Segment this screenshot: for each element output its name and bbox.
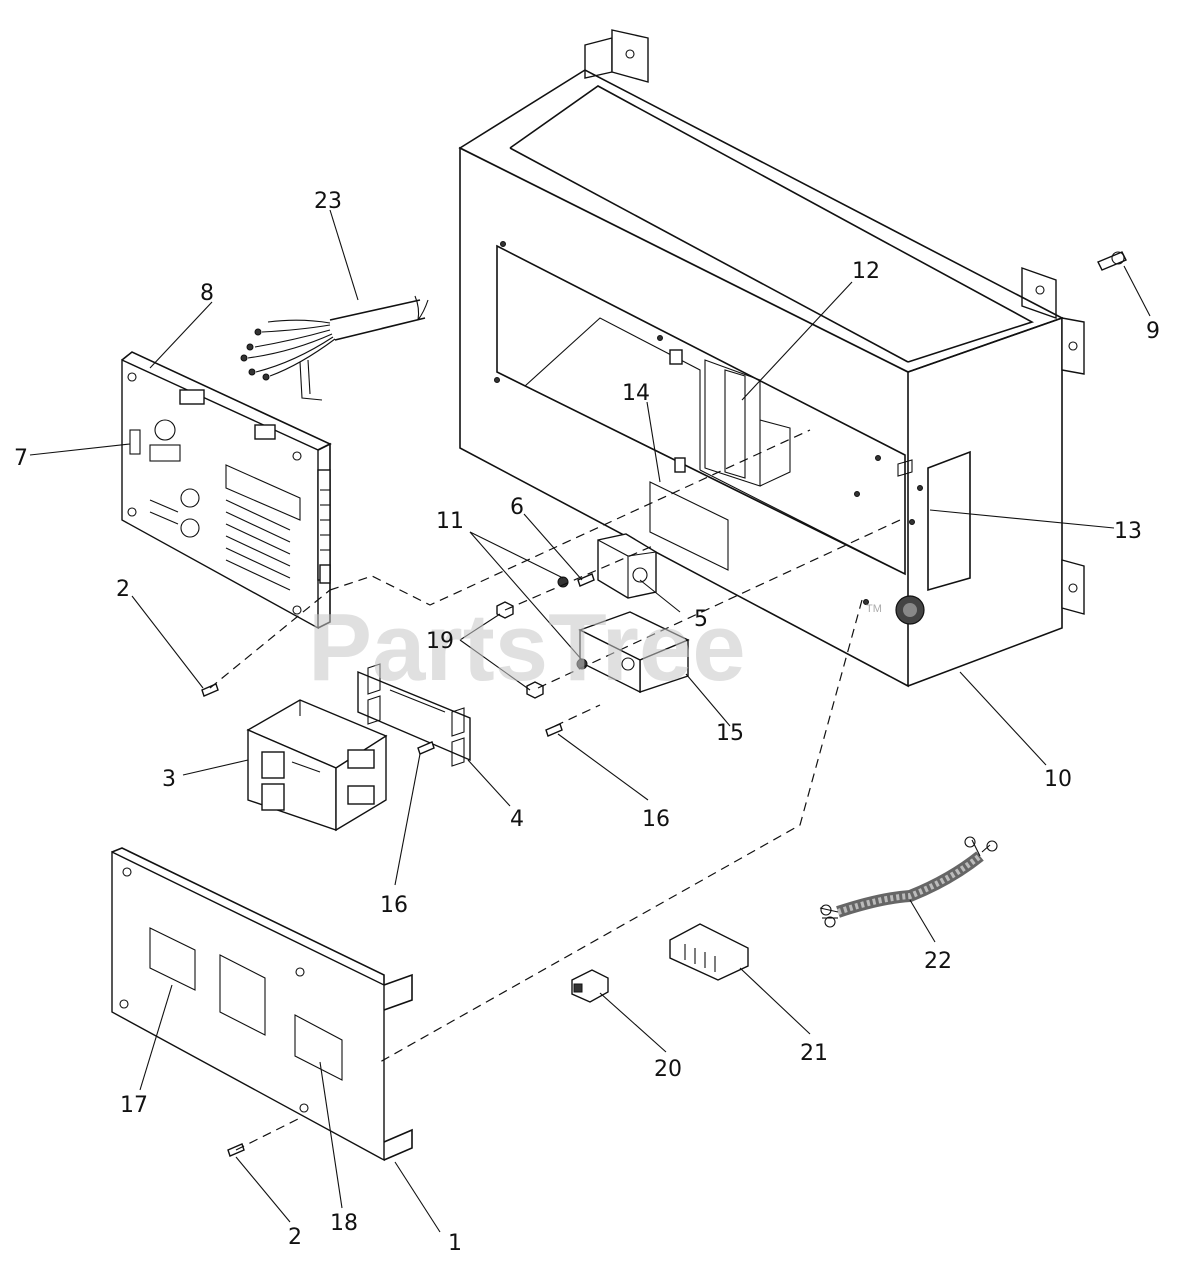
front-plate [111, 847, 413, 1162]
callout-5: 5 [694, 607, 708, 632]
callout-19: 19 [426, 629, 454, 654]
watermark-trademark: TM [866, 603, 882, 615]
assembly-lines [209, 429, 901, 1151]
callout-labels: 1 2 2 3 4 5 6 7 8 9 10 11 12 13 14 15 16… [14, 189, 1160, 1256]
terminal-block [597, 533, 657, 599]
wire-harness [240, 295, 429, 401]
callout-4: 4 [510, 807, 524, 832]
callout-16-left: 16 [380, 893, 408, 918]
leader-lines [29, 209, 1151, 1233]
callout-16-right: 16 [642, 807, 670, 832]
callout-2-lower: 2 [288, 1225, 302, 1250]
callout-10: 10 [1044, 767, 1072, 792]
callout-9: 9 [1146, 319, 1160, 344]
breaker-bracket [357, 663, 471, 767]
callout-20: 20 [654, 1057, 682, 1082]
callout-14: 14 [622, 381, 650, 406]
callout-18: 18 [330, 1211, 358, 1236]
callout-2-upper: 2 [116, 577, 130, 602]
callout-17: 17 [120, 1093, 148, 1118]
callout-1: 1 [448, 1231, 462, 1256]
callout-13: 13 [1114, 519, 1142, 544]
callout-21: 21 [800, 1041, 828, 1066]
callout-11: 11 [436, 509, 464, 534]
callout-22: 22 [924, 949, 952, 974]
enclosure-box [458, 29, 1085, 688]
connectors [571, 836, 998, 1003]
callout-3: 3 [162, 767, 176, 792]
callout-8: 8 [200, 281, 214, 306]
callout-7: 7 [14, 446, 28, 471]
callout-15: 15 [716, 721, 744, 746]
terminal-cover [578, 611, 690, 694]
callout-6: 6 [510, 495, 524, 520]
callout-12: 12 [852, 259, 880, 284]
circuit-breaker [246, 699, 388, 832]
control-panel [121, 351, 332, 630]
watermark-text: PartsTree [308, 594, 746, 701]
callout-23: 23 [314, 189, 342, 214]
